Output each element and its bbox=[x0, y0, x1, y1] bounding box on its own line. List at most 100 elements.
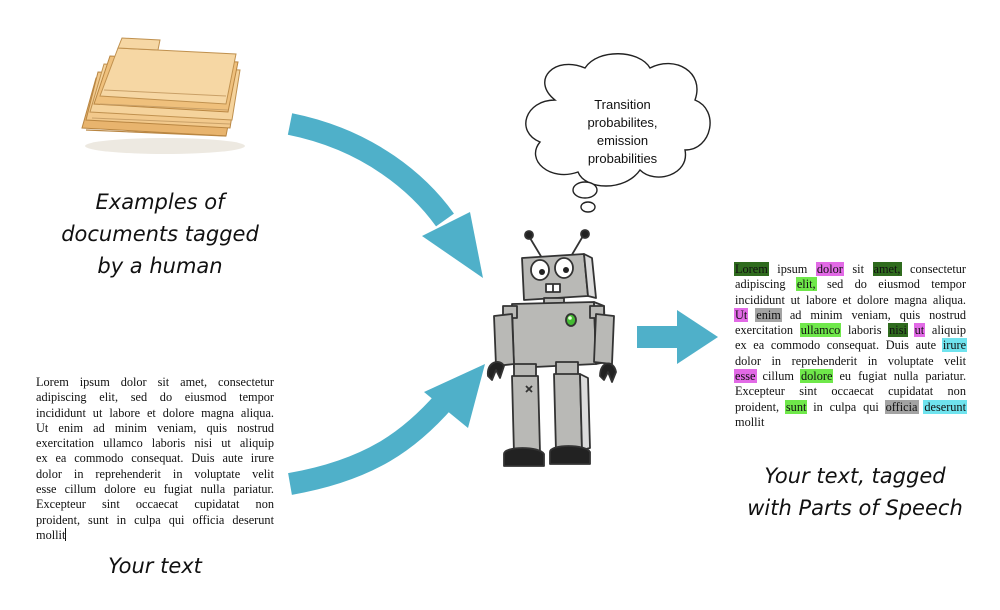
word: eu bbox=[839, 369, 852, 384]
word: aute bbox=[915, 338, 937, 353]
tagged-text-line: mollit bbox=[734, 415, 967, 430]
tagged-word: sunt bbox=[784, 399, 808, 414]
caption-tagged: Your text, tagged with Parts of Speech bbox=[720, 460, 990, 524]
word: non bbox=[947, 384, 966, 399]
word: aliquip bbox=[931, 323, 967, 338]
caption-tagged-line-2: with Parts of Speech bbox=[747, 496, 963, 520]
word: ut bbox=[790, 292, 801, 307]
word: nostrud bbox=[929, 307, 967, 322]
tagged-word: esse bbox=[734, 369, 757, 384]
word: nulla bbox=[893, 369, 919, 384]
word: occaecat bbox=[831, 384, 874, 399]
word: et bbox=[842, 292, 852, 307]
arrow-text-to-robot bbox=[288, 364, 485, 495]
word: in bbox=[813, 399, 823, 414]
input-text-line: exercitation ullamco laboris nisi ut ali… bbox=[36, 436, 274, 451]
thought-line-4: probabilities bbox=[587, 151, 658, 166]
word: sit bbox=[852, 262, 864, 276]
thought-text: Transition probabilites, emission probab… bbox=[555, 96, 690, 168]
input-text-line: Excepteur sint occaecat cupidatat non bbox=[36, 497, 274, 512]
word: incididunt bbox=[735, 292, 785, 307]
caption-examples-line-2: documents tagged bbox=[61, 222, 259, 246]
caption-examples: Examples of documents tagged by a human bbox=[40, 186, 280, 282]
input-text-line: ex ea commodo consequat. Duis aute irure bbox=[36, 451, 274, 466]
arrow-examples-to-robot bbox=[287, 113, 483, 278]
word: labore bbox=[805, 292, 837, 307]
word: ipsum bbox=[777, 262, 808, 276]
input-text-line: adipiscing elit, sed do eiusmod tempor bbox=[36, 390, 274, 405]
word: magna bbox=[894, 292, 928, 307]
tagged-word: amet, bbox=[872, 262, 902, 276]
word: reprehenderit bbox=[791, 353, 858, 368]
input-text-line: esse cillum dolore eu fugiat nulla paria… bbox=[36, 482, 274, 497]
word: pariatur. bbox=[925, 369, 967, 384]
word: dolore bbox=[857, 292, 889, 307]
word: sint bbox=[799, 384, 817, 399]
word: commodo bbox=[770, 338, 821, 353]
word: eiusmod bbox=[878, 277, 920, 292]
word: ex bbox=[735, 338, 747, 353]
word: aliqua. bbox=[932, 292, 966, 307]
tagged-word: dolore bbox=[799, 369, 834, 384]
tagged-text-line: incididunt ut labore et dolore magna ali… bbox=[734, 293, 967, 308]
caption-examples-line-1: Examples of bbox=[95, 190, 225, 214]
tagged-word: ut bbox=[913, 323, 926, 338]
input-text-line: proident, sunt in culpa qui officia dese… bbox=[36, 512, 274, 527]
folders-icon bbox=[81, 37, 245, 154]
input-text-line: Ut enim ad minim veniam, quis nostrud bbox=[36, 420, 274, 435]
word: in bbox=[771, 353, 782, 368]
input-text-line: mollit bbox=[36, 527, 67, 542]
input-text-line: incididunt ut labore et dolore magna ali… bbox=[36, 405, 274, 420]
tagged-text-line: adipiscing elit, sed do eiusmod tempor bbox=[734, 277, 967, 292]
tagged-word: Lorem bbox=[734, 262, 769, 276]
tagged-text-line: esse cillum dolore eu fugiat nulla paria… bbox=[734, 369, 967, 384]
thought-line-1: Transition bbox=[594, 97, 651, 112]
word: qui bbox=[863, 399, 879, 414]
tagged-text-line: ex ea commodo consequat. Duis aute irure bbox=[734, 338, 968, 353]
word: veniam, bbox=[851, 307, 891, 322]
word: minim bbox=[810, 307, 843, 322]
tagged-word: officia bbox=[884, 399, 919, 414]
word: culpa bbox=[829, 399, 857, 414]
word: quis bbox=[899, 307, 921, 322]
text-cursor bbox=[65, 527, 67, 541]
word: in bbox=[867, 353, 878, 368]
word: ad bbox=[789, 307, 802, 322]
word: fugiat bbox=[858, 369, 887, 384]
word: Excepteur bbox=[735, 384, 785, 399]
tagged-word: dolor bbox=[815, 262, 844, 276]
word: proident, bbox=[735, 399, 780, 414]
word: mollit bbox=[735, 414, 765, 429]
word: tempor bbox=[931, 277, 967, 292]
thought-line-2: probabilites, bbox=[587, 115, 658, 130]
word: dolor bbox=[735, 353, 761, 368]
tagged-text-line: Excepteur sint occaecat cupidatat non bbox=[734, 384, 967, 399]
tagged-word: ullamco bbox=[799, 323, 842, 338]
tagged-word: enim bbox=[755, 307, 782, 322]
word: adipiscing bbox=[735, 277, 786, 292]
tagged-text-line: dolor in reprehenderit in voluptate veli… bbox=[734, 354, 967, 369]
word: voluptate bbox=[887, 353, 934, 368]
tagged-word: deserunt bbox=[923, 399, 968, 414]
word: consequat. bbox=[826, 338, 880, 353]
caption-tagged-line-1: Your text, tagged bbox=[764, 464, 946, 488]
word: do bbox=[854, 277, 867, 292]
tagged-text-line: Ut enim ad minim veniam, quis nostrud bbox=[734, 307, 967, 323]
tagged-text-line: Lorem ipsum dolor sit amet, consectetur bbox=[734, 262, 967, 277]
tagged-word: irure bbox=[941, 338, 968, 353]
word: cillum bbox=[762, 369, 794, 384]
word: velit bbox=[944, 353, 967, 368]
tagged-text-line: proident, sunt in culpa qui officia dese… bbox=[734, 399, 968, 415]
word: consectetur bbox=[910, 262, 967, 276]
tagged-word: elit, bbox=[795, 277, 817, 292]
word: exercitation bbox=[735, 323, 794, 338]
word: ea bbox=[753, 338, 765, 353]
word: laboris bbox=[848, 323, 882, 338]
input-text-line: dolor in reprehenderit in voluptate veli… bbox=[36, 466, 274, 481]
word: sed bbox=[826, 277, 844, 292]
